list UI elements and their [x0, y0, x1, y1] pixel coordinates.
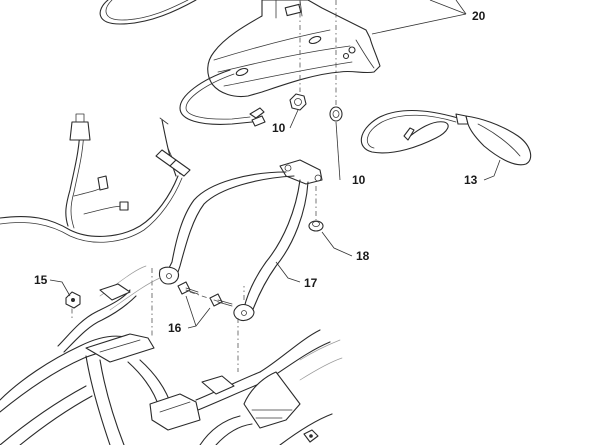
callout-20: 20: [472, 9, 486, 23]
assembly-lines: [71, 0, 337, 372]
screw-a: [177, 281, 199, 295]
plate-light-wire: [179, 69, 266, 127]
mudguard-bracket: [207, 0, 381, 98]
grab-handle: [158, 159, 323, 322]
callout-15: 15: [34, 273, 48, 287]
leader-lines: [49, 0, 501, 329]
washer-15: [65, 291, 81, 309]
grommet-part: [329, 106, 343, 122]
top-cable-loop: [99, 0, 197, 25]
callout-18: 18: [356, 249, 370, 263]
nut-18: [308, 220, 324, 232]
callout-10-grommet: 10: [352, 173, 366, 187]
wiring-harness: [0, 113, 191, 243]
callout-10-nut: 10: [272, 121, 286, 135]
callout-17: 17: [304, 276, 318, 290]
turn-indicator: [360, 109, 532, 166]
nut-part: [289, 93, 307, 111]
callout-13: 13: [464, 173, 478, 187]
callout-labels: 20 10 10 13 18 17 15 16: [34, 9, 486, 335]
callout-16: 16: [168, 321, 182, 335]
screw-b: [209, 293, 233, 307]
rear-frame: [0, 265, 343, 445]
